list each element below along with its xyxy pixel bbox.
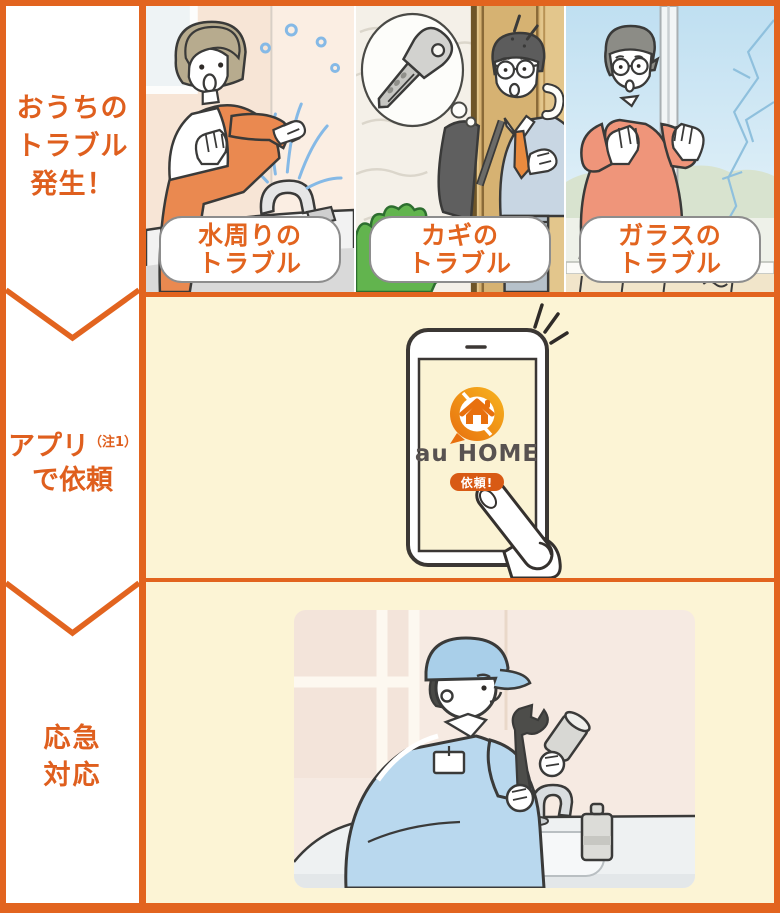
step-line: 対応 (43, 760, 102, 791)
label-line: トラブル (617, 248, 722, 278)
house-icon (459, 398, 495, 424)
key-icon (377, 26, 454, 109)
request-button: 依頼! (450, 473, 504, 491)
section-trouble: 水周りの トラブル (146, 6, 774, 292)
question-curl (541, 83, 564, 121)
au-home-app-icon (450, 387, 504, 444)
label-line: 水周りの (197, 220, 302, 250)
surprise-marks (510, 14, 539, 48)
wrench-icon (511, 703, 549, 800)
repair-worker (344, 636, 591, 888)
thought-bubble (360, 12, 477, 128)
step-response-label: 応急 対応 (6, 720, 139, 794)
repair-worker-illustration (294, 610, 695, 888)
step-line: で依頼 (32, 465, 113, 496)
content-column: 水周りの トラブル (146, 6, 774, 903)
glass-trouble-label: ガラスの トラブル (579, 216, 761, 283)
step-app-label: アプリ（注1） で依頼 (6, 426, 139, 498)
section-app-request: au HOME 依頼! (146, 297, 774, 578)
panel-glass-trouble: ガラスの トラブル (566, 6, 774, 292)
pointing-finger (475, 479, 562, 578)
label-line: トラブル (197, 248, 302, 278)
chevron-dividers (6, 287, 139, 637)
step-line: トラブル (16, 131, 129, 162)
step-trouble-label: おうちの トラブル 発生！ (6, 90, 139, 204)
step-line: 応急 (43, 723, 102, 754)
smartphone-illustration (406, 303, 569, 578)
footnote-ref: （注1） (88, 435, 138, 450)
water-trouble-label: 水周りの トラブル (159, 216, 341, 283)
label-line: カギの (420, 220, 499, 250)
step-line: おうちの (16, 93, 129, 124)
section-emergency-response (146, 582, 774, 903)
panel-key-trouble: カギの トラブル (356, 6, 564, 292)
step-line: 発生！ (30, 169, 115, 200)
tap-burst-icon (533, 303, 569, 345)
steps-sidebar: おうちの トラブル 発生！ アプリ（注1） で依頼 応急 対応 (6, 6, 139, 903)
app-name-text: au HOME (414, 441, 540, 467)
step-line: アプリ（注1） (7, 431, 138, 462)
key-trouble-label: カギの トラブル (369, 216, 551, 283)
panel-water-trouble: 水周りの トラブル (146, 6, 354, 292)
label-line: ガラスの (618, 220, 722, 250)
label-line: トラブル (407, 248, 512, 278)
faucet-part (580, 802, 614, 862)
